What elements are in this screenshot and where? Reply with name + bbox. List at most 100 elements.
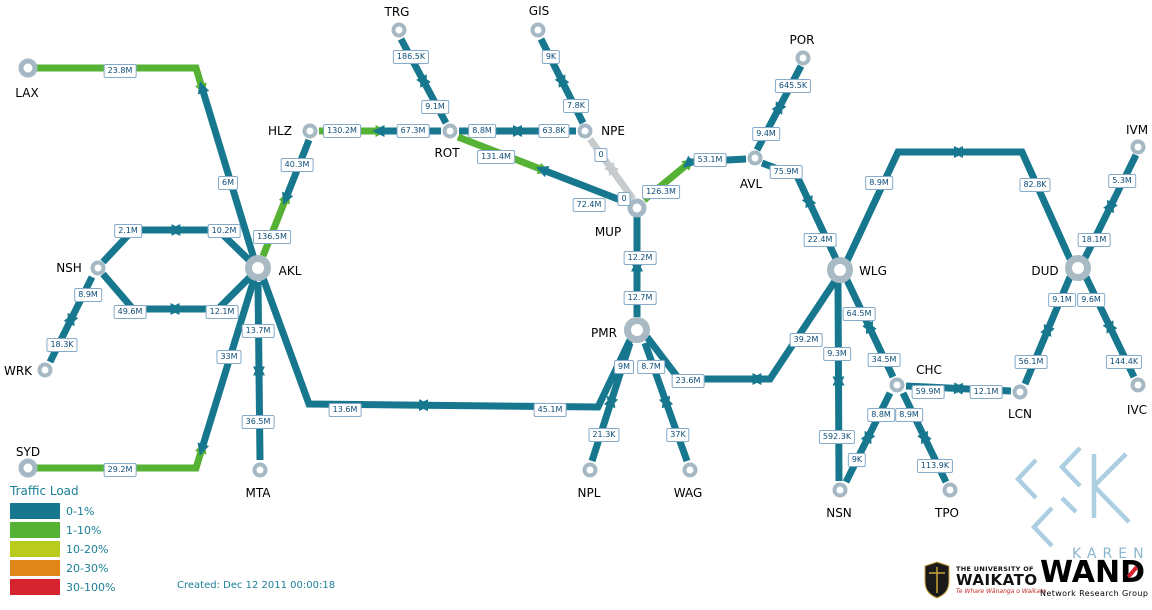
link-WLG-DUD-in	[950, 146, 1074, 261]
node-label-MTA: MTA	[245, 486, 271, 500]
legend-swatch-0	[10, 503, 60, 519]
waikato-line1: THE UNIVERSITY OF	[956, 565, 1034, 573]
traffic-label-IVM-DUD-in: 18.1M	[1077, 233, 1111, 247]
node-NSN	[832, 482, 848, 498]
legend-label-0: 0-1%	[66, 504, 95, 518]
node-label-TRG: TRG	[384, 5, 410, 19]
node-label-WAG: WAG	[673, 486, 703, 500]
node-IVC	[1130, 377, 1146, 393]
link-AKL-PMR-out	[259, 276, 432, 412]
traffic-label-IVM-DUD-out: 5.3M	[1108, 174, 1136, 188]
traffic-label-CHC-TPO-out: 8.9M	[895, 408, 923, 422]
legend-label-1: 1-10%	[66, 523, 102, 537]
created-timestamp: Created: Dec 12 2011 00:00:18	[177, 580, 336, 591]
traffic-label-PMR-WAG-in: 37K	[666, 428, 690, 442]
link-PMR-WLG-in	[749, 279, 838, 385]
node-TRG	[391, 22, 407, 38]
legend-item-1: 1-10%	[10, 522, 115, 538]
node-label-IVC: IVC	[1126, 403, 1148, 417]
legend-swatch-1	[10, 522, 60, 538]
node-label-IVM: IVM	[1125, 123, 1149, 137]
node-LAX	[18, 58, 38, 78]
legend-swatch-3	[10, 560, 60, 576]
node-label-AKL: AKL	[278, 264, 302, 278]
traffic-label-MUP-PMR-in: 12.7M	[623, 291, 657, 305]
legend-title: Traffic Load	[10, 484, 79, 498]
traffic-label-HLZ-ROT-in: 67.3M	[396, 124, 430, 138]
waikato-line3: Te Whare Wānanga o Waikato	[956, 588, 1046, 595]
node-MTA	[252, 462, 268, 478]
link-MUP-AVL-in	[682, 155, 747, 168]
traffic-label-PMR-WAG-out: 8.7M	[637, 360, 665, 374]
karen-logo-mark	[1014, 446, 1131, 548]
traffic-label-ROT-NPE-in: 63.8K	[538, 124, 570, 138]
node-label-NSH: NSH	[56, 261, 82, 275]
node-label-PMR: PMR	[591, 326, 617, 340]
wand-logo-text: WAND	[1040, 555, 1145, 590]
legend-swatch-2	[10, 541, 60, 557]
node-WRK	[37, 362, 53, 378]
traffic-label-NSH-AKL-north-out: 2.1M	[114, 224, 142, 238]
node-AKL	[245, 255, 271, 281]
traffic-label-AKL-HLZ-out: 136.5M	[253, 230, 291, 244]
node-CHC	[889, 377, 905, 393]
link-WLG-CHC-in	[866, 320, 897, 379]
traffic-label-WLG-DUD-in: 82.8K	[1019, 178, 1051, 192]
traffic-label-NSH-AKL-south-out: 49.6M	[113, 305, 147, 319]
traffic-label-SYD-AKL-in: 33M	[216, 350, 242, 364]
node-label-CHC: CHC	[916, 363, 942, 377]
node-label-AVL: AVL	[739, 177, 763, 191]
legend-label-3: 20-30%	[66, 561, 109, 575]
traffic-label-PMR-NPL-in: 21.3K	[588, 428, 620, 442]
node-AVL	[747, 150, 763, 166]
traffic-label-NSH-AKL-north-in: 10.2M	[207, 224, 241, 238]
node-TPO	[942, 482, 958, 498]
node-LCN	[1012, 384, 1028, 400]
link-IVM-DUD-in	[1081, 199, 1114, 260]
traffic-label-WLG-CHC-in: 34.5M	[867, 353, 901, 367]
node-NPE	[577, 123, 593, 139]
traffic-label-NPE-MUP-in: 0	[617, 192, 631, 206]
traffic-label-DUD-IVC-out: 9.6M	[1077, 293, 1105, 307]
traffic-label-MUP-AVL-in: 53.1M	[693, 153, 727, 167]
traffic-label-AKL-MTA-out: 13.7M	[241, 324, 275, 338]
node-SYD	[18, 458, 38, 478]
node-ROT	[442, 123, 458, 139]
node-label-WRK: WRK	[3, 364, 33, 378]
traffic-label-CHC-NSN-out: 8.8M	[867, 408, 895, 422]
university-of-waikato-logo: THE UNIVERSITY OF WAIKATO Te Whare Wānan…	[924, 561, 1046, 599]
traffic-label-DUD-LCN-in: 56.1M	[1014, 355, 1048, 369]
node-label-WLG: WLG	[859, 264, 887, 278]
waikato-line2: WAIKATO	[956, 571, 1038, 589]
traffic-label-MUP-AVL-out: 126.3M	[642, 185, 680, 199]
legend-items: 0-1%1-10%10-20%20-30%30-100%	[10, 503, 115, 595]
node-label-LCN: LCN	[1007, 407, 1033, 421]
traffic-label-LAX-AKL-in: 6M	[218, 176, 238, 190]
traffic-label-DUD-LCN-out: 9.1M	[1048, 293, 1076, 307]
traffic-label-PMR-WLG-out: 23.6M	[671, 374, 705, 388]
karen-logo-text: KAREN	[1072, 546, 1147, 562]
traffic-label-HLZ-ROT-out: 130.2M	[323, 124, 361, 138]
node-POR	[795, 50, 811, 66]
traffic-label-ROT-MUP-in: 72.4M	[572, 198, 606, 212]
traffic-label-NSH-AKL-south-in: 12.1M	[205, 305, 239, 319]
traffic-label-AKL-PMR-in: 45.1M	[533, 403, 567, 417]
link-WLG-DUD-out	[843, 146, 966, 263]
legend-item-0: 0-1%	[10, 503, 115, 519]
traffic-label-DUD-IVC-in: 144.4K	[1105, 355, 1143, 369]
traffic-label-WLG-NSN-in: 592.3K	[818, 430, 856, 444]
traffic-label-LCN-CHC-in: 59.9M	[911, 385, 945, 399]
node-HLZ	[302, 123, 318, 139]
traffic-label-SYD-AKL-out: 29.2M	[103, 463, 137, 477]
node-label-NPL: NPL	[577, 486, 601, 500]
traffic-label-AKL-HLZ-in: 40.3M	[280, 158, 314, 172]
traffic-label-GIS-NPE-in: 7.8K	[563, 99, 589, 113]
traffic-label-AKL-PMR-out: 13.6M	[328, 403, 362, 417]
node-label-DUD: DUD	[1031, 264, 1059, 278]
wand-logo: WAND Network Research Group	[1040, 555, 1148, 599]
traffic-label-NSH-WRK-out: 8.9M	[74, 288, 102, 302]
traffic-label-PMR-WLG-in: 39.2M	[789, 333, 823, 347]
